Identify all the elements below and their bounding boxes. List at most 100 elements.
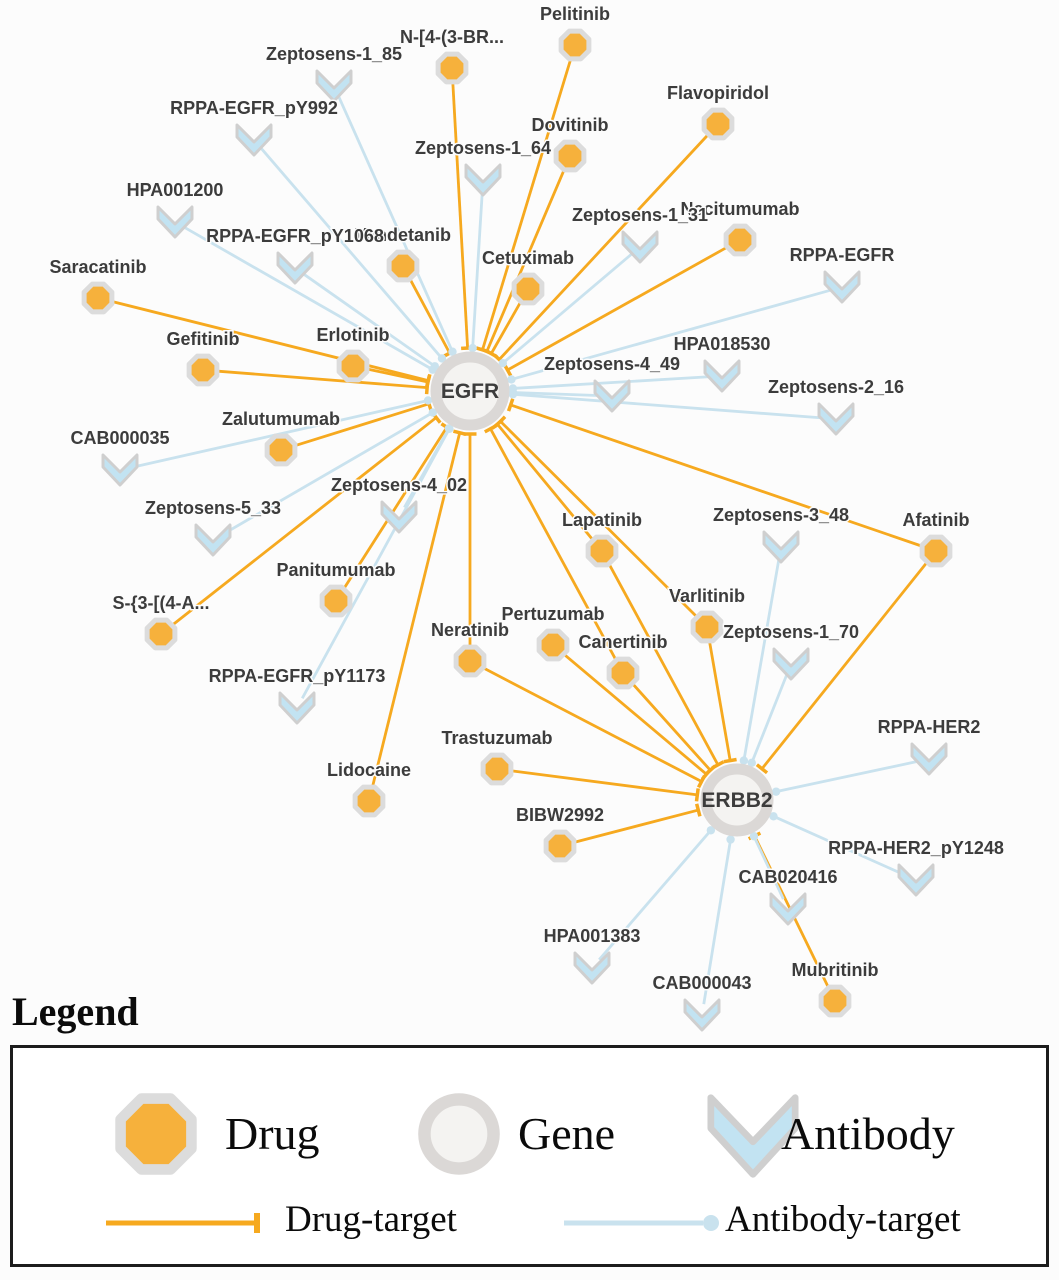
antibody-label-zeptosens_1_70: Zeptosens-1_70: [723, 622, 859, 642]
antibody-target-edge-dot: [747, 758, 756, 768]
legend-drug-label: Drug: [225, 1108, 320, 1159]
legend-antibody-edge-label: Antibody-target: [725, 1199, 961, 1240]
drug-label-erlotinib: Erlotinib: [317, 325, 390, 345]
gene-node-erbb2[interactable]: [700, 763, 774, 837]
legend-gene-label: Gene: [518, 1108, 616, 1159]
antibody-node-zeptosens_1_64[interactable]: [464, 163, 502, 197]
antibody-node-rppa_egfr_py992[interactable]: [235, 123, 273, 157]
antibody-target-edge-dot: [726, 835, 735, 844]
drug-node-canertinib[interactable]: [606, 656, 640, 690]
drug-target-edge-cetuximab-egfr: [490, 301, 522, 355]
antibody-target-edge-zeptosens_5_33-egfr: [221, 411, 434, 536]
drug-node-lapatinib[interactable]: [585, 534, 619, 568]
antibody-target-edge-zeptosens_1_31-egfr: [501, 253, 633, 365]
drug-node-dovitinib[interactable]: [553, 139, 587, 173]
drug-target-edge-afatinib-egfr: [510, 403, 923, 548]
drug-target-edge-panitumumab-egfr: [342, 426, 449, 590]
drug-label-mubritinib: Mubritinib: [792, 960, 879, 980]
drug-node-flavopiridol[interactable]: [701, 107, 735, 141]
drug-node-erlotinib[interactable]: [336, 349, 370, 383]
antibody-node-hpa001200[interactable]: [156, 205, 194, 239]
drug-node-cetuximab[interactable]: [511, 272, 545, 306]
drug-node-n4_3br[interactable]: [435, 51, 469, 85]
antibody-target-edge-dot: [749, 832, 759, 841]
antibody-label-zeptosens_3_48: Zeptosens-3_48: [713, 505, 849, 525]
antibody-node-zeptosens_2_16[interactable]: [817, 402, 855, 436]
drug-label-necitumumab: Necitumumab: [680, 199, 799, 219]
drug-node-trastuzumab[interactable]: [480, 752, 514, 786]
antibody-node-hpa001383[interactable]: [573, 951, 611, 985]
drug-label-pertuzumab: Pertuzumab: [501, 604, 604, 624]
drug-node-vandetanib[interactable]: [386, 249, 420, 283]
antibody-target-edge-zeptosens_1_70-erbb2: [750, 673, 789, 764]
antibody-node-zeptosens_1_85[interactable]: [315, 69, 353, 103]
drug-target-edge-cap: [700, 768, 712, 781]
gene-node-egfr[interactable]: [430, 351, 510, 431]
antibody-node-zeptosens_4_49[interactable]: [593, 379, 631, 413]
antibody-node-cab000035[interactable]: [101, 453, 139, 487]
drug-node-lidocaine[interactable]: [352, 784, 386, 818]
antibody-label-rppa_egfr_py1068: RPPA-EGFR_pY1068: [206, 226, 384, 246]
antibody-label-cab020416: CAB020416: [738, 867, 837, 887]
antibody-target-edge-rppa_egfr_py992-egfr: [260, 147, 444, 360]
antibody-target-edge-dot: [430, 362, 440, 371]
antibody-target-edge-dot: [428, 408, 437, 417]
drug-target-edge-afatinib-erbb2: [760, 561, 928, 770]
drug-node-saracatinib[interactable]: [81, 281, 115, 315]
antibody-label-rppa_egfr: RPPA-EGFR: [790, 245, 895, 265]
drug-label-trastuzumab: Trastuzumab: [441, 728, 552, 748]
antibody-node-rppa_egfr[interactable]: [823, 270, 861, 304]
drug-label-lapatinib: Lapatinib: [562, 510, 642, 530]
antibody-node-zeptosens_5_33[interactable]: [194, 523, 232, 557]
drug-node-pelitinib[interactable]: [558, 28, 592, 62]
drug-node-s3_4a[interactable]: [144, 617, 178, 651]
drug-node-pertuzumab[interactable]: [536, 628, 570, 662]
antibody-node-zeptosens_4_02[interactable]: [380, 500, 418, 534]
antibody-target-edge-dot: [468, 343, 477, 353]
drug-node-mubritinib[interactable]: [818, 984, 852, 1018]
antibody-target-edge-rppa_egfr_py1068-egfr: [303, 273, 436, 368]
drug-node-gefitinib[interactable]: [186, 353, 220, 387]
drug-target-edge-cap: [494, 415, 507, 428]
antibody-node-cab020416[interactable]: [769, 892, 807, 926]
antibody-node-rppa_egfr_py1068[interactable]: [276, 251, 314, 285]
drug-target-edge-cap: [483, 424, 498, 434]
antibody-node-zeptosens_1_31[interactable]: [621, 230, 659, 264]
drug-node-panitumumab[interactable]: [319, 584, 353, 618]
antibody-target-edge-hpa001383-erbb2: [598, 829, 712, 961]
antibody-node-zeptosens_1_70[interactable]: [772, 647, 810, 681]
antibody-node-rppa_her2_py1248[interactable]: [897, 863, 935, 897]
antibody-label-cab000043: CAB000043: [652, 973, 751, 993]
drug-node-afatinib[interactable]: [919, 534, 953, 568]
antibody-target-edge-dot: [706, 826, 716, 835]
drug-label-saracatinib: Saracatinib: [49, 257, 146, 277]
drug-target-edge-n4_3br-egfr: [451, 82, 470, 349]
drug-target-edge-lapatinib-erbb2: [607, 563, 720, 766]
drug-node-zalutumumab[interactable]: [264, 433, 298, 467]
antibody-node-rppa_egfr_py1173[interactable]: [278, 691, 316, 725]
antibody-target-edge-dot: [423, 396, 433, 405]
antibody-node-rppa_her2[interactable]: [910, 742, 948, 776]
drug-node-bibw2992[interactable]: [543, 829, 577, 863]
antibody-label-zeptosens_1_85: Zeptosens-1_85: [266, 44, 402, 64]
antibody-target-edge-zeptosens_2_16-egfr: [512, 392, 826, 420]
antibody-label-rppa_her2: RPPA-HER2: [878, 717, 981, 737]
drug-target-edge-flavopiridol-egfr: [498, 134, 709, 361]
legend-antibody-edge-sample: [564, 1215, 719, 1231]
drug-node-neratinib[interactable]: [453, 644, 487, 678]
drug-label-bibw2992: BIBW2992: [516, 805, 604, 825]
drug-target-edge-gefitinib-egfr: [217, 369, 428, 390]
legend-drug-icon: [115, 1093, 197, 1175]
antibody-node-hpa018530[interactable]: [703, 359, 741, 393]
drug-label-flavopiridol: Flavopiridol: [667, 83, 769, 103]
drug-node-necitumumab[interactable]: [723, 223, 757, 257]
antibody-target-edge-rppa_egfr-egfr: [511, 288, 832, 381]
drug-node-varlitinib[interactable]: [690, 610, 724, 644]
antibody-node-zeptosens_3_48[interactable]: [762, 530, 800, 564]
antibody-target-edge-dot: [508, 390, 518, 399]
drug-label-cetuximab: Cetuximab: [482, 248, 574, 268]
drug-label-canertinib: Canertinib: [578, 632, 667, 652]
antibody-node-cab000043[interactable]: [683, 998, 721, 1032]
drug-label-s3_4a: S-{3-[(4-A...: [112, 593, 209, 613]
